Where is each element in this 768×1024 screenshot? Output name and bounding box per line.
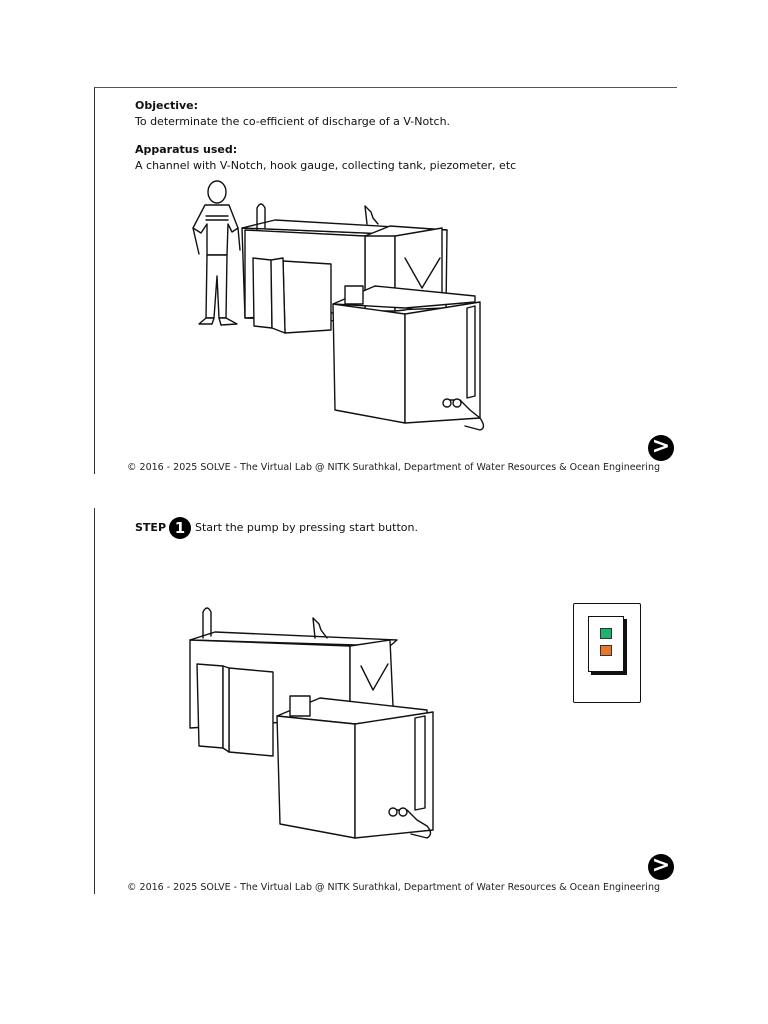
collecting-tank (276, 695, 434, 839)
apparatus-illustration (189, 607, 434, 839)
stop-button[interactable] (600, 645, 612, 656)
step-instruction: Start the pump by pressing start button. (195, 521, 418, 534)
start-button[interactable] (600, 628, 612, 639)
next-button[interactable]: > (648, 435, 674, 461)
objective-text: To determinate the co-efficient of disch… (135, 115, 451, 128)
objective-heading: Objective: (135, 99, 199, 112)
apparatus-text: A channel with V-Notch, hook gauge, coll… (135, 159, 517, 172)
pump-switch-panel (573, 603, 641, 703)
person-figure (192, 180, 241, 326)
switch-housing (588, 616, 624, 672)
footer-text: © 2016 - 2025 SOLVE - The Virtual Lab @ … (127, 462, 660, 473)
objective-panel: Objective: To determinate the co-efficie… (94, 87, 677, 474)
apparatus-heading: Apparatus used: (135, 143, 238, 156)
next-button[interactable]: > (648, 854, 674, 880)
footer-text: © 2016 - 2025 SOLVE - The Virtual Lab @ … (127, 882, 660, 893)
collecting-tank (332, 285, 485, 431)
step-label: STEP (135, 521, 167, 534)
next-arrow-icon: > (651, 853, 671, 878)
next-arrow-icon: > (651, 434, 671, 459)
channel (241, 203, 448, 334)
step-number-badge: 1 (169, 517, 192, 539)
apparatus-illustration (192, 180, 485, 431)
